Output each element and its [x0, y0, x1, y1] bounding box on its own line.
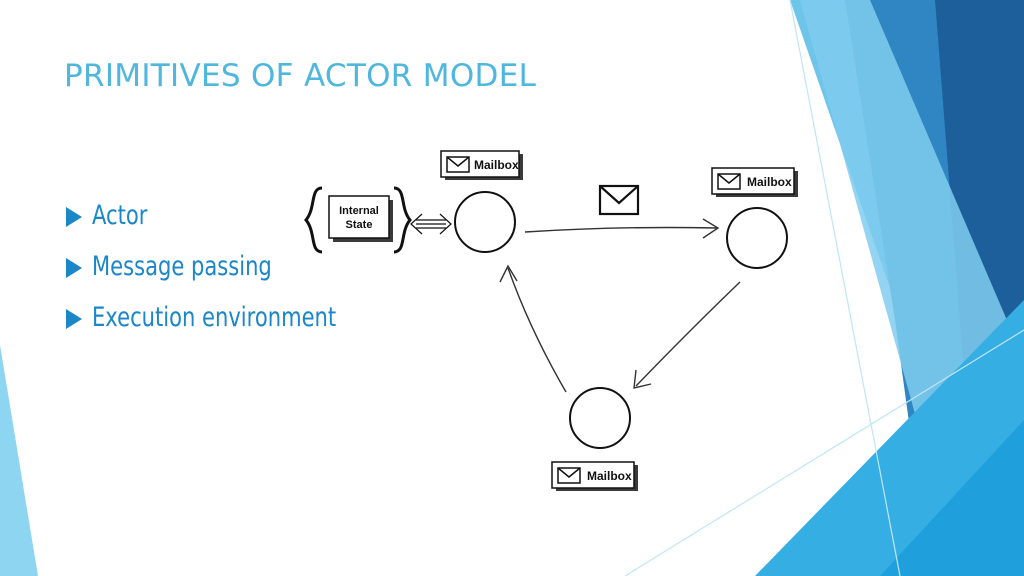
- bullet-text: Message passing: [92, 251, 272, 282]
- mailbox-label: Mailbox: [474, 158, 519, 172]
- bullet-list: Actor Message passing Execution environm…: [66, 190, 405, 343]
- arrow-head-2: [633, 369, 652, 389]
- bullet-item-execution-environment: Execution environment: [66, 292, 405, 343]
- left-accent-shape: [0, 345, 38, 576]
- bullet-arrow-icon: [66, 308, 82, 329]
- arrow-head-1: [702, 218, 720, 239]
- mailbox-1: Mailbox: [440, 150, 523, 180]
- envelope-icon: [557, 467, 581, 484]
- brace-right-icon: [393, 186, 412, 254]
- mailbox-label: Mailbox: [747, 175, 792, 189]
- bullet-item-message-passing: Message passing: [66, 241, 405, 292]
- state-box: [328, 195, 390, 239]
- arrow-actor2-to-actor3: [635, 281, 741, 387]
- mailbox-label: Mailbox: [587, 469, 632, 483]
- actor-circle-3: [569, 387, 631, 449]
- envelope-icon: [717, 173, 741, 190]
- arrow-head-3: [499, 264, 518, 283]
- envelope-icon: [598, 184, 640, 216]
- mailbox-3: Mailbox: [551, 461, 638, 491]
- arrow-actor1-to-actor2: [524, 226, 718, 233]
- bullet-item-actor: Actor: [66, 190, 405, 241]
- bullet-text: Execution environment: [92, 302, 337, 333]
- internal-state: Internal State: [304, 186, 412, 254]
- thin-line-2: [624, 329, 1024, 576]
- state-actor-link: [410, 213, 452, 235]
- bullet-arrow-icon: [66, 206, 82, 227]
- mailbox-2: Mailbox: [711, 167, 798, 197]
- arrow-actor3-to-actor1: [507, 267, 567, 393]
- bullet-text: Actor: [92, 200, 148, 231]
- actor-circle-2: [726, 207, 788, 269]
- actor-circle-1: [454, 191, 516, 253]
- state-label-line1: Internal: [339, 205, 379, 217]
- bullet-arrow-icon: [66, 257, 82, 278]
- envelope-icon: [446, 156, 470, 173]
- state-label-line2: State: [346, 219, 373, 231]
- brace-left-icon: [304, 186, 323, 254]
- thin-line-1: [789, 0, 901, 576]
- bottom-right-shape-deep: [880, 420, 1024, 576]
- slide-title: PRIMITIVES OF ACTOR MODEL: [64, 58, 537, 94]
